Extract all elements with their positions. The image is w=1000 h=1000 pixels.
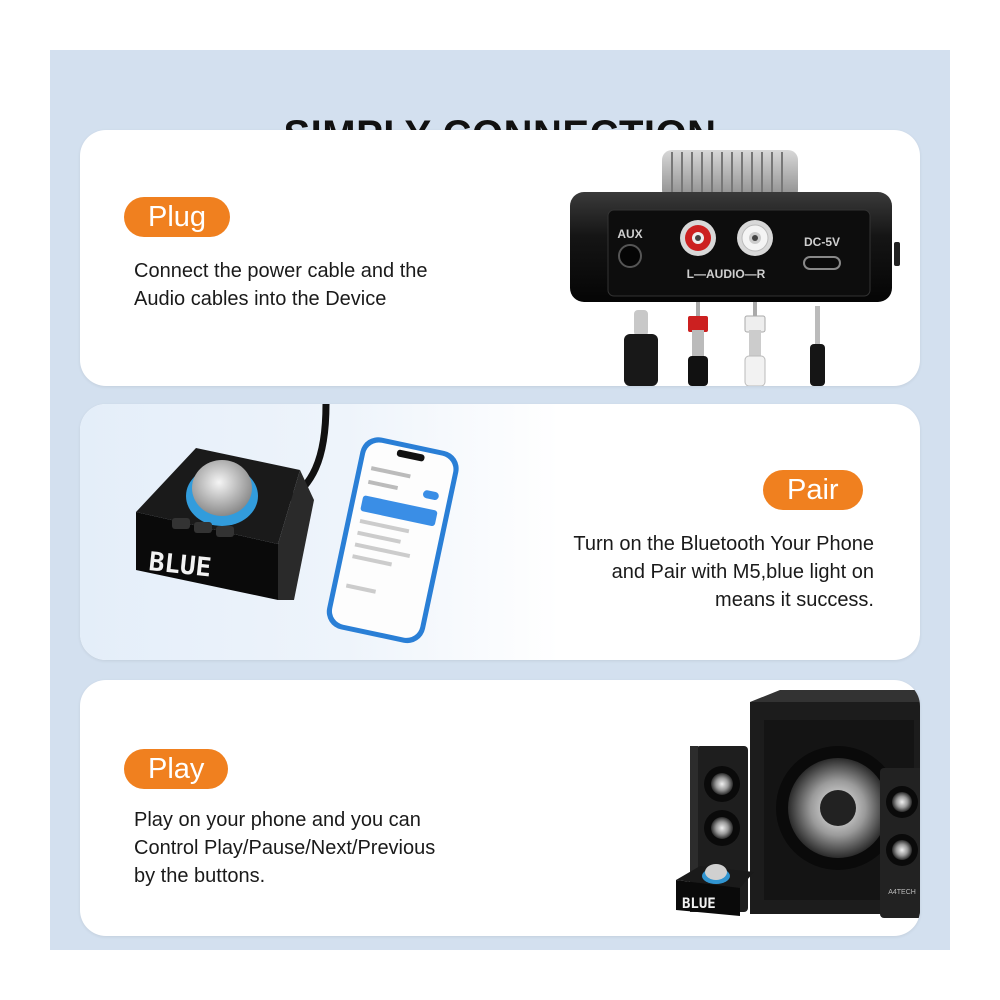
audio-ports-label: L—AUDIO—R [687, 267, 766, 281]
device-display-text: BLUE [147, 547, 212, 583]
step-badge-plug: Plug [124, 197, 231, 237]
description-line: Connect the power cable and the [134, 260, 428, 282]
speaker-system-image: A4TECH A4TECH BLUE [676, 690, 920, 918]
aux-port-icon [618, 244, 642, 268]
device-rear-ports-image: AUX L—AUDIO—R DC-5V [570, 150, 900, 386]
description-line: Play on your phone and you can [134, 809, 421, 831]
step-card-play: Play Play on your phone and you can Cont… [80, 680, 920, 936]
speaker-brand-text: A4TECH [888, 889, 916, 896]
step-description-play: Play on your phone and you can Control P… [134, 806, 435, 890]
aux-cable-icon [810, 306, 825, 386]
description-line: means it success. [715, 589, 874, 611]
step-description-plug: Connect the power cable and the Audio ca… [134, 257, 428, 313]
description-line: by the buttons. [134, 865, 266, 887]
volume-knob-icon [192, 460, 252, 516]
infographic-frame: SIMPLY CONNECTION Plug Connect the power… [50, 50, 950, 950]
control-buttons-icon [172, 518, 234, 537]
step-card-pair: BLUE Pair Turn on the Bluetooth Your Pho… [80, 404, 920, 660]
rca-right-port-icon [737, 220, 773, 256]
usb-c-cable-icon [624, 310, 658, 386]
white-rca-cable-icon [744, 302, 766, 386]
dc-port-label: DC-5V [804, 235, 840, 249]
device-display-text: BLUE [682, 896, 716, 912]
step-badge-pair: Pair [763, 470, 863, 510]
bluetooth-toggle-icon [423, 490, 439, 500]
red-rca-cable-icon [688, 302, 708, 386]
description-line: Audio cables into the Device [134, 288, 387, 310]
description-line: Control Play/Pause/Next/Previous [134, 837, 436, 859]
bluetooth-receiver-icon: BLUE [676, 864, 754, 916]
aux-port-label: AUX [617, 227, 642, 241]
device-and-phone-image: BLUE [136, 404, 459, 644]
description-line: and Pair with M5,blue light on [611, 561, 874, 583]
right-satellite-speaker-icon: A4TECH [880, 768, 920, 918]
rca-left-port-icon [680, 220, 716, 256]
paired-device-row [360, 495, 438, 527]
description-line: Turn on the Bluetooth Your Phone [573, 533, 874, 555]
usb-c-port-icon [803, 256, 841, 270]
step-badge-play: Play [124, 749, 229, 789]
smartphone-icon [326, 437, 459, 644]
step-card-plug: Plug Connect the power cable and the Aud… [80, 130, 920, 386]
step-description-pair: Turn on the Bluetooth Your Phone and Pai… [573, 530, 874, 614]
volume-knob-icon [662, 150, 798, 200]
